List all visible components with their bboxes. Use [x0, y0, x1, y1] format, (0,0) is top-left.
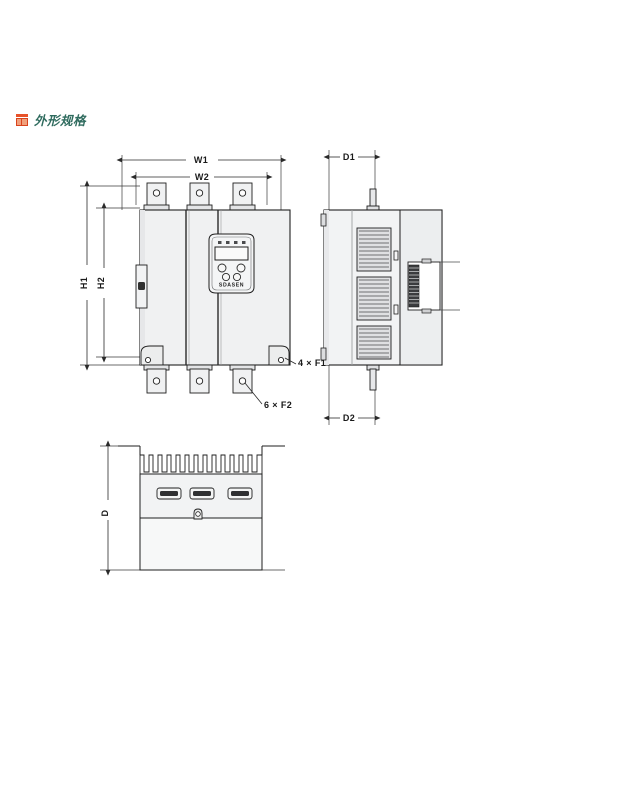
side-top-stud	[366, 188, 380, 212]
terminal-lug	[143, 182, 170, 211]
dimension-d: D	[100, 440, 111, 576]
dimension-h2: H2	[96, 202, 107, 363]
section-header: 外形规格	[16, 110, 86, 129]
terminal-block	[407, 258, 460, 314]
dimension-d-label: D	[100, 509, 110, 516]
keypad-button-prog	[236, 263, 246, 273]
dimension-w2: W2	[130, 172, 273, 182]
front-view-height-witness	[80, 185, 140, 366]
bottom-view-flanges	[118, 445, 285, 455]
side-view: D1 D2	[320, 150, 460, 425]
terminal-slots	[156, 487, 253, 500]
bottom-terminal-lugs	[143, 364, 256, 394]
keypad-button-down	[221, 272, 231, 282]
keypad-display	[214, 246, 249, 261]
dimension-d2-label: D2	[343, 413, 355, 423]
front-view: W1 W2 H1 H2	[79, 155, 326, 410]
keypad-brand-label: SDASEN	[219, 283, 244, 289]
keypad-button-enter	[232, 272, 242, 282]
heatsink-fins	[139, 454, 263, 475]
keypad-button-up	[217, 263, 227, 273]
louver-group	[356, 325, 392, 360]
dimension-h1: H1	[79, 180, 90, 371]
dimension-d1-label: D1	[343, 152, 355, 162]
terminal-slot	[227, 487, 253, 500]
terminal-lug	[229, 182, 256, 211]
side-mounting-tabs	[320, 213, 327, 361]
dimension-d1: D1	[323, 152, 381, 162]
note-terminal-holes-label: 6 × F2	[264, 400, 292, 410]
terminal-lug	[143, 364, 170, 394]
note-mounting-holes: 4 × F1	[284, 357, 326, 368]
mounting-ears-bottom	[140, 345, 290, 366]
keypad-buttons[interactable]	[217, 263, 246, 282]
side-clips	[393, 250, 399, 315]
dimension-h1-label: H1	[79, 277, 89, 289]
louver-group	[356, 227, 392, 272]
terminal-slot	[156, 487, 182, 500]
front-view-witness-lines	[121, 155, 282, 210]
ground-screw	[193, 508, 203, 520]
dimension-h2-label: H2	[96, 277, 106, 289]
terminal-lug	[186, 182, 213, 211]
dimension-w1-label: W1	[194, 155, 208, 165]
side-port	[135, 264, 148, 309]
bottom-view: D	[100, 440, 285, 576]
note-terminal-holes: 6 × F2	[244, 382, 292, 410]
dimension-w1: W1	[116, 155, 287, 165]
dimension-w2-label: W2	[195, 172, 209, 182]
side-bottom-stud	[366, 364, 380, 391]
section-title: 外形规格	[34, 114, 87, 128]
dimension-d2: D2	[323, 413, 381, 423]
louver-group	[356, 276, 392, 321]
keypad-panel[interactable]: SDASEN	[208, 233, 255, 294]
terminal-slot	[189, 487, 215, 500]
note-mounting-holes-label: 4 × F1	[298, 358, 326, 368]
terminal-lug	[186, 364, 213, 394]
spec-block-icon	[16, 113, 28, 126]
keypad-led-indicators	[218, 241, 246, 244]
terminal-lug	[229, 364, 256, 394]
top-terminal-lugs	[143, 182, 256, 211]
